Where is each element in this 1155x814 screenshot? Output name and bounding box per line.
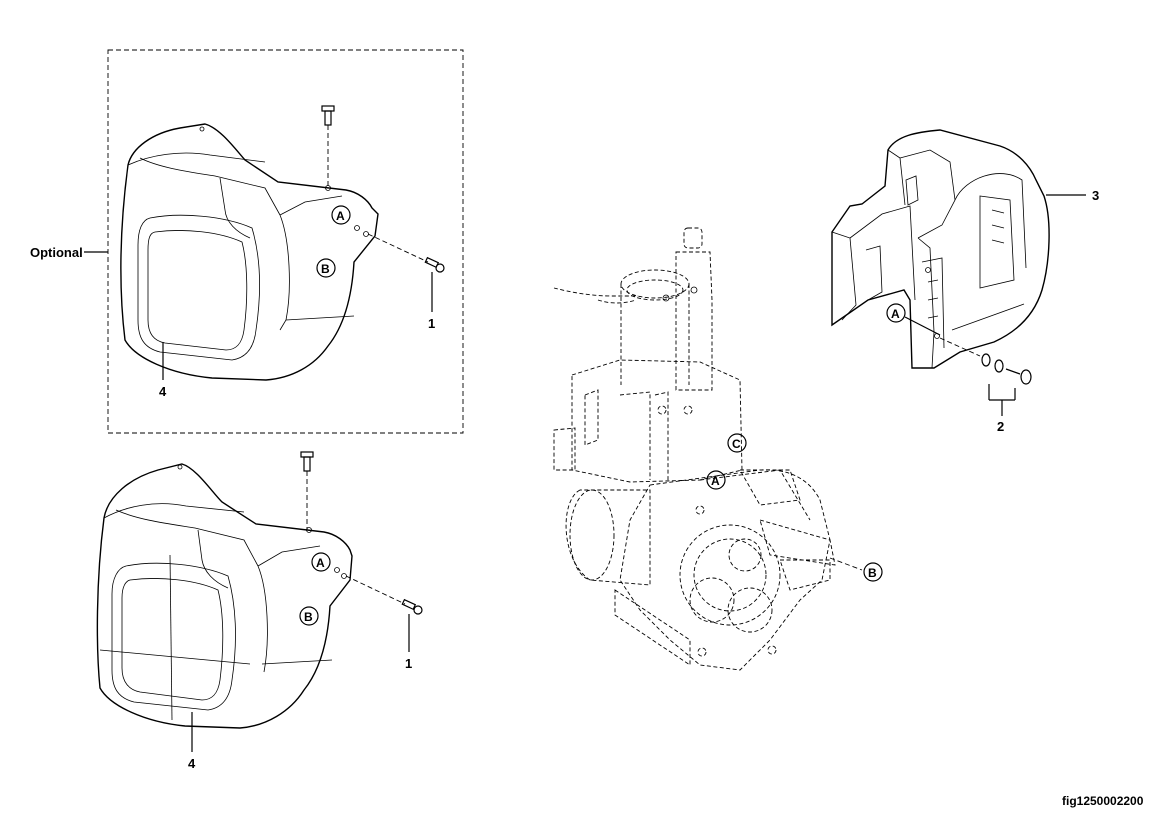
top-cover-side-screw: 1 <box>367 233 445 331</box>
bottom-cover-ref-b: B <box>299 606 319 626</box>
engine-assembly <box>553 227 836 671</box>
optional-label: Optional <box>30 245 83 260</box>
svg-text:B: B <box>868 566 877 580</box>
svg-text:A: A <box>316 556 325 570</box>
shroud-hardware: 2 <box>939 337 1032 434</box>
top-cover-ref-b: B <box>316 258 336 278</box>
top-cover-callout: 4 <box>159 342 167 399</box>
bottom-cover-ref-a: A <box>311 552 331 572</box>
callout-4-top: 4 <box>159 384 167 399</box>
engine-ref-a: A <box>706 470 726 490</box>
shroud-part: 3 <box>831 129 1099 369</box>
callout-1-bottom: 1 <box>405 656 412 671</box>
svg-text:A: A <box>891 307 900 321</box>
svg-text:A: A <box>336 209 345 223</box>
svg-text:B: B <box>321 262 330 276</box>
callout-1-top: 1 <box>428 316 435 331</box>
svg-text:B: B <box>304 610 313 624</box>
engine-ref-c: C <box>727 433 747 453</box>
engine-ref-b: B <box>829 557 883 582</box>
bottom-cover-side-screw: 1 <box>345 575 423 671</box>
top-cover-part <box>120 123 379 381</box>
callout-4-bottom: 4 <box>188 756 196 771</box>
callout-2: 2 <box>997 419 1004 434</box>
svg-text:C: C <box>732 437 741 451</box>
callout-3: 3 <box>1092 188 1099 203</box>
svg-text:A: A <box>711 474 720 488</box>
top-cover-upper-screw <box>321 105 335 188</box>
bottom-cover-part <box>96 463 353 729</box>
bottom-cover-callout: 4 <box>188 712 196 771</box>
optional-group-box: Optional <box>30 49 464 434</box>
shroud-ref-a: A <box>886 303 941 336</box>
bottom-cover-upper-screw <box>300 451 314 530</box>
figure-id: fig1250002200 <box>1062 794 1144 808</box>
top-cover-ref-a: A <box>331 205 351 225</box>
